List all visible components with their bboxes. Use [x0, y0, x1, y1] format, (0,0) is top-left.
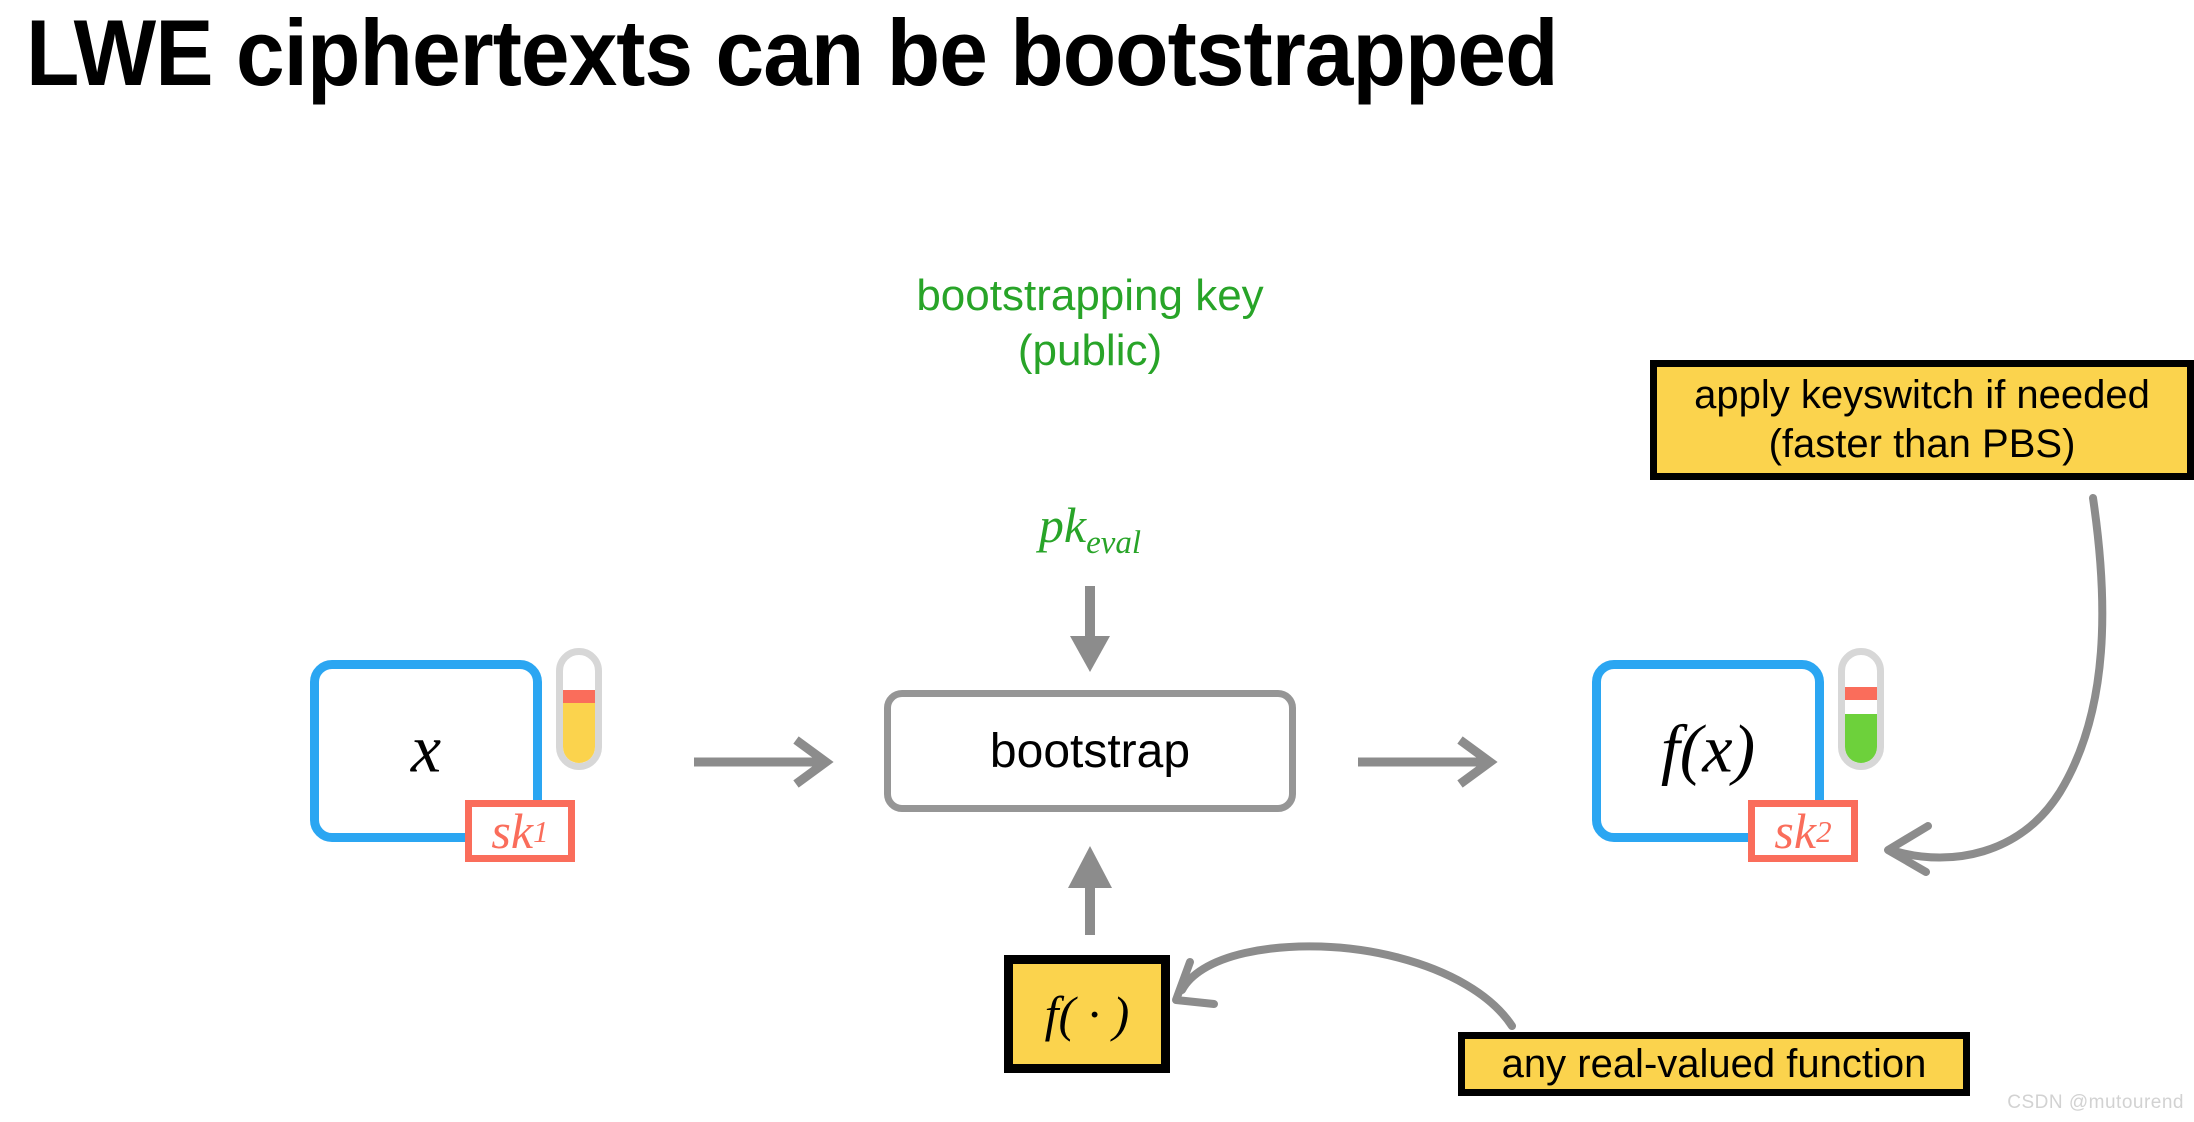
arrow-function-into-bootstrap — [1068, 846, 1112, 935]
output-ciphertext-value: f(x) — [1660, 710, 1756, 787]
page-title: LWE ciphertexts can be bootstrapped — [26, 0, 1559, 105]
arrow-bootstrap-to-output — [1358, 736, 1498, 788]
function-box-label: f( · ) — [1044, 986, 1130, 1042]
output-noise-threshold-band — [1845, 687, 1877, 701]
output-secret-key-subscript: 2 — [1816, 813, 1832, 849]
bootstrap-process-label: bootstrap — [989, 724, 1191, 778]
output-secret-key-base: sk — [1774, 803, 1817, 859]
keyswitch-callout-line1: apply keyswitch if needed — [1694, 373, 2150, 418]
bootstrapping-key-caption-line1: bootstrapping key — [916, 271, 1264, 320]
input-secret-key-base: sk — [491, 803, 534, 859]
function-box[interactable]: f( · ) — [1004, 955, 1170, 1073]
input-noise-threshold-band — [563, 689, 595, 703]
input-noise-thermometer — [556, 648, 602, 770]
output-noise-thermometer — [1838, 648, 1884, 770]
watermark: CSDN @mutourend — [2007, 1092, 2184, 1113]
pk-eval-subscript: eval — [1086, 525, 1142, 561]
keyswitch-callout: apply keyswitch if needed (faster than P… — [1650, 360, 2194, 480]
input-noise-fill — [563, 696, 595, 763]
bootstrapping-key-caption-line2: (public) — [1017, 326, 1163, 375]
input-ciphertext-box: x — [310, 660, 542, 842]
input-ciphertext-value: x — [410, 710, 442, 787]
input-secret-key-subscript: 1 — [533, 813, 549, 849]
keyswitch-callout-line2: (faster than PBS) — [1768, 422, 2076, 466]
bootstrapping-key-caption: bootstrapping key (public) — [760, 268, 1420, 378]
arrow-keyswitch-note-to-sk2 — [1884, 494, 2107, 876]
arrow-function-note-to-fn-box — [1172, 942, 1516, 1030]
output-noise-fill — [1845, 714, 1877, 763]
pk-eval-base: pk — [1038, 497, 1087, 553]
function-callout-line1: any real-valued function — [1501, 1041, 1927, 1086]
arrow-input-to-bootstrap — [694, 736, 834, 788]
arrow-key-into-bootstrap — [1070, 586, 1110, 672]
function-callout: any real-valued function — [1458, 1032, 1970, 1096]
bootstrap-process-box[interactable]: bootstrap — [884, 690, 1296, 812]
public-eval-key-symbol: pkeval — [960, 496, 1220, 562]
